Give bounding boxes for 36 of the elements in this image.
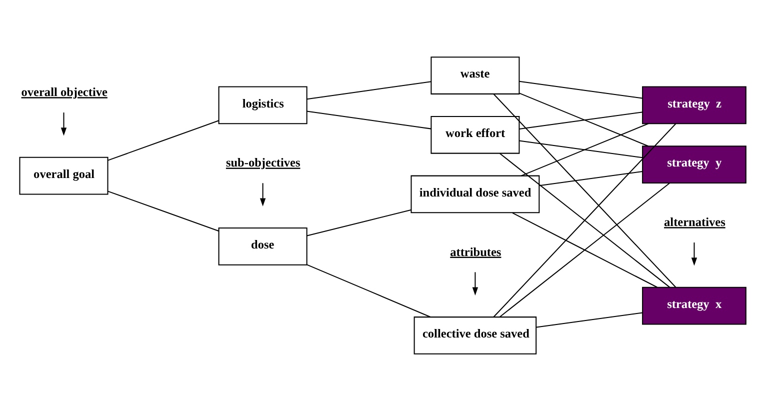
- connector: [512, 212, 658, 288]
- connector: [306, 264, 431, 317]
- connector: [519, 140, 643, 158]
- node-box: individual dose saved: [410, 174, 540, 213]
- node-box: dose: [218, 227, 308, 265]
- connector: [520, 122, 648, 176]
- connector: [519, 80, 643, 98]
- arrow: [691, 242, 698, 266]
- connector: [108, 120, 219, 160]
- connector: [493, 93, 676, 288]
- connector: [500, 152, 670, 288]
- node-box: overall goal: [19, 156, 108, 194]
- node-box: collective dose saved: [414, 316, 537, 354]
- node-box: waste: [430, 56, 520, 94]
- connector: [519, 111, 643, 129]
- node-text: overall objective: [21, 84, 108, 99]
- connector: [519, 92, 648, 146]
- node-text: attributes: [450, 244, 502, 258]
- arrow: [260, 182, 266, 206]
- connector: [500, 182, 670, 317]
- arrow: [472, 272, 478, 295]
- node-box: strategy y: [642, 145, 746, 183]
- node-text: alternatives: [664, 214, 726, 229]
- connector: [306, 110, 432, 129]
- connector: [539, 170, 642, 186]
- connector: [536, 312, 643, 328]
- node-box: logistics: [218, 86, 308, 124]
- node-text: sub-objectives: [226, 155, 300, 170]
- connector: [306, 80, 432, 100]
- node-box: strategy x: [642, 286, 746, 324]
- connector: [108, 190, 219, 231]
- node-box: strategy z: [642, 86, 746, 124]
- node-box: work effort: [430, 115, 520, 154]
- connector: [306, 208, 412, 236]
- arrow: [60, 112, 67, 136]
- connector: [493, 122, 676, 317]
